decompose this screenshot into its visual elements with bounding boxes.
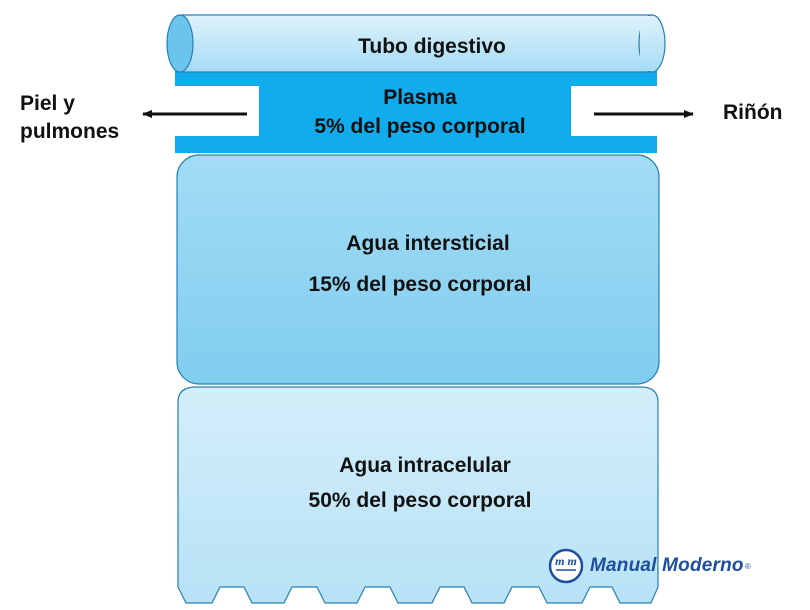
left-exit-label-line2: pulmones [20,120,119,143]
intracellular-compartment [177,386,659,604]
intracellular-title: Agua intracelular [339,454,511,477]
plasma-title: Plasma [383,86,457,109]
interstitial-percentage: 15% del peso corporal [309,273,532,296]
tube-opening [166,14,194,73]
monogram-icon: m m [548,548,584,584]
intracellular-percentage: 50% del peso corporal [309,489,532,512]
plasma-percentage: 5% del peso corporal [314,115,525,138]
interstitial-title: Agua intersticial [346,232,509,255]
interstitial-compartment [176,154,660,385]
left-exit-label-line1: Piel y [20,92,75,115]
digestive-tube [166,14,666,73]
registered-mark: ® [744,561,751,571]
tube-label: Tubo digestivo [358,35,506,58]
publisher-logo: m m Manual Moderno ® [548,548,751,584]
publisher-name: Manual Moderno [590,555,744,576]
plasma-compartment [175,70,657,153]
right-exit-label: Riñón [723,101,782,124]
svg-text:m m: m m [555,554,577,568]
